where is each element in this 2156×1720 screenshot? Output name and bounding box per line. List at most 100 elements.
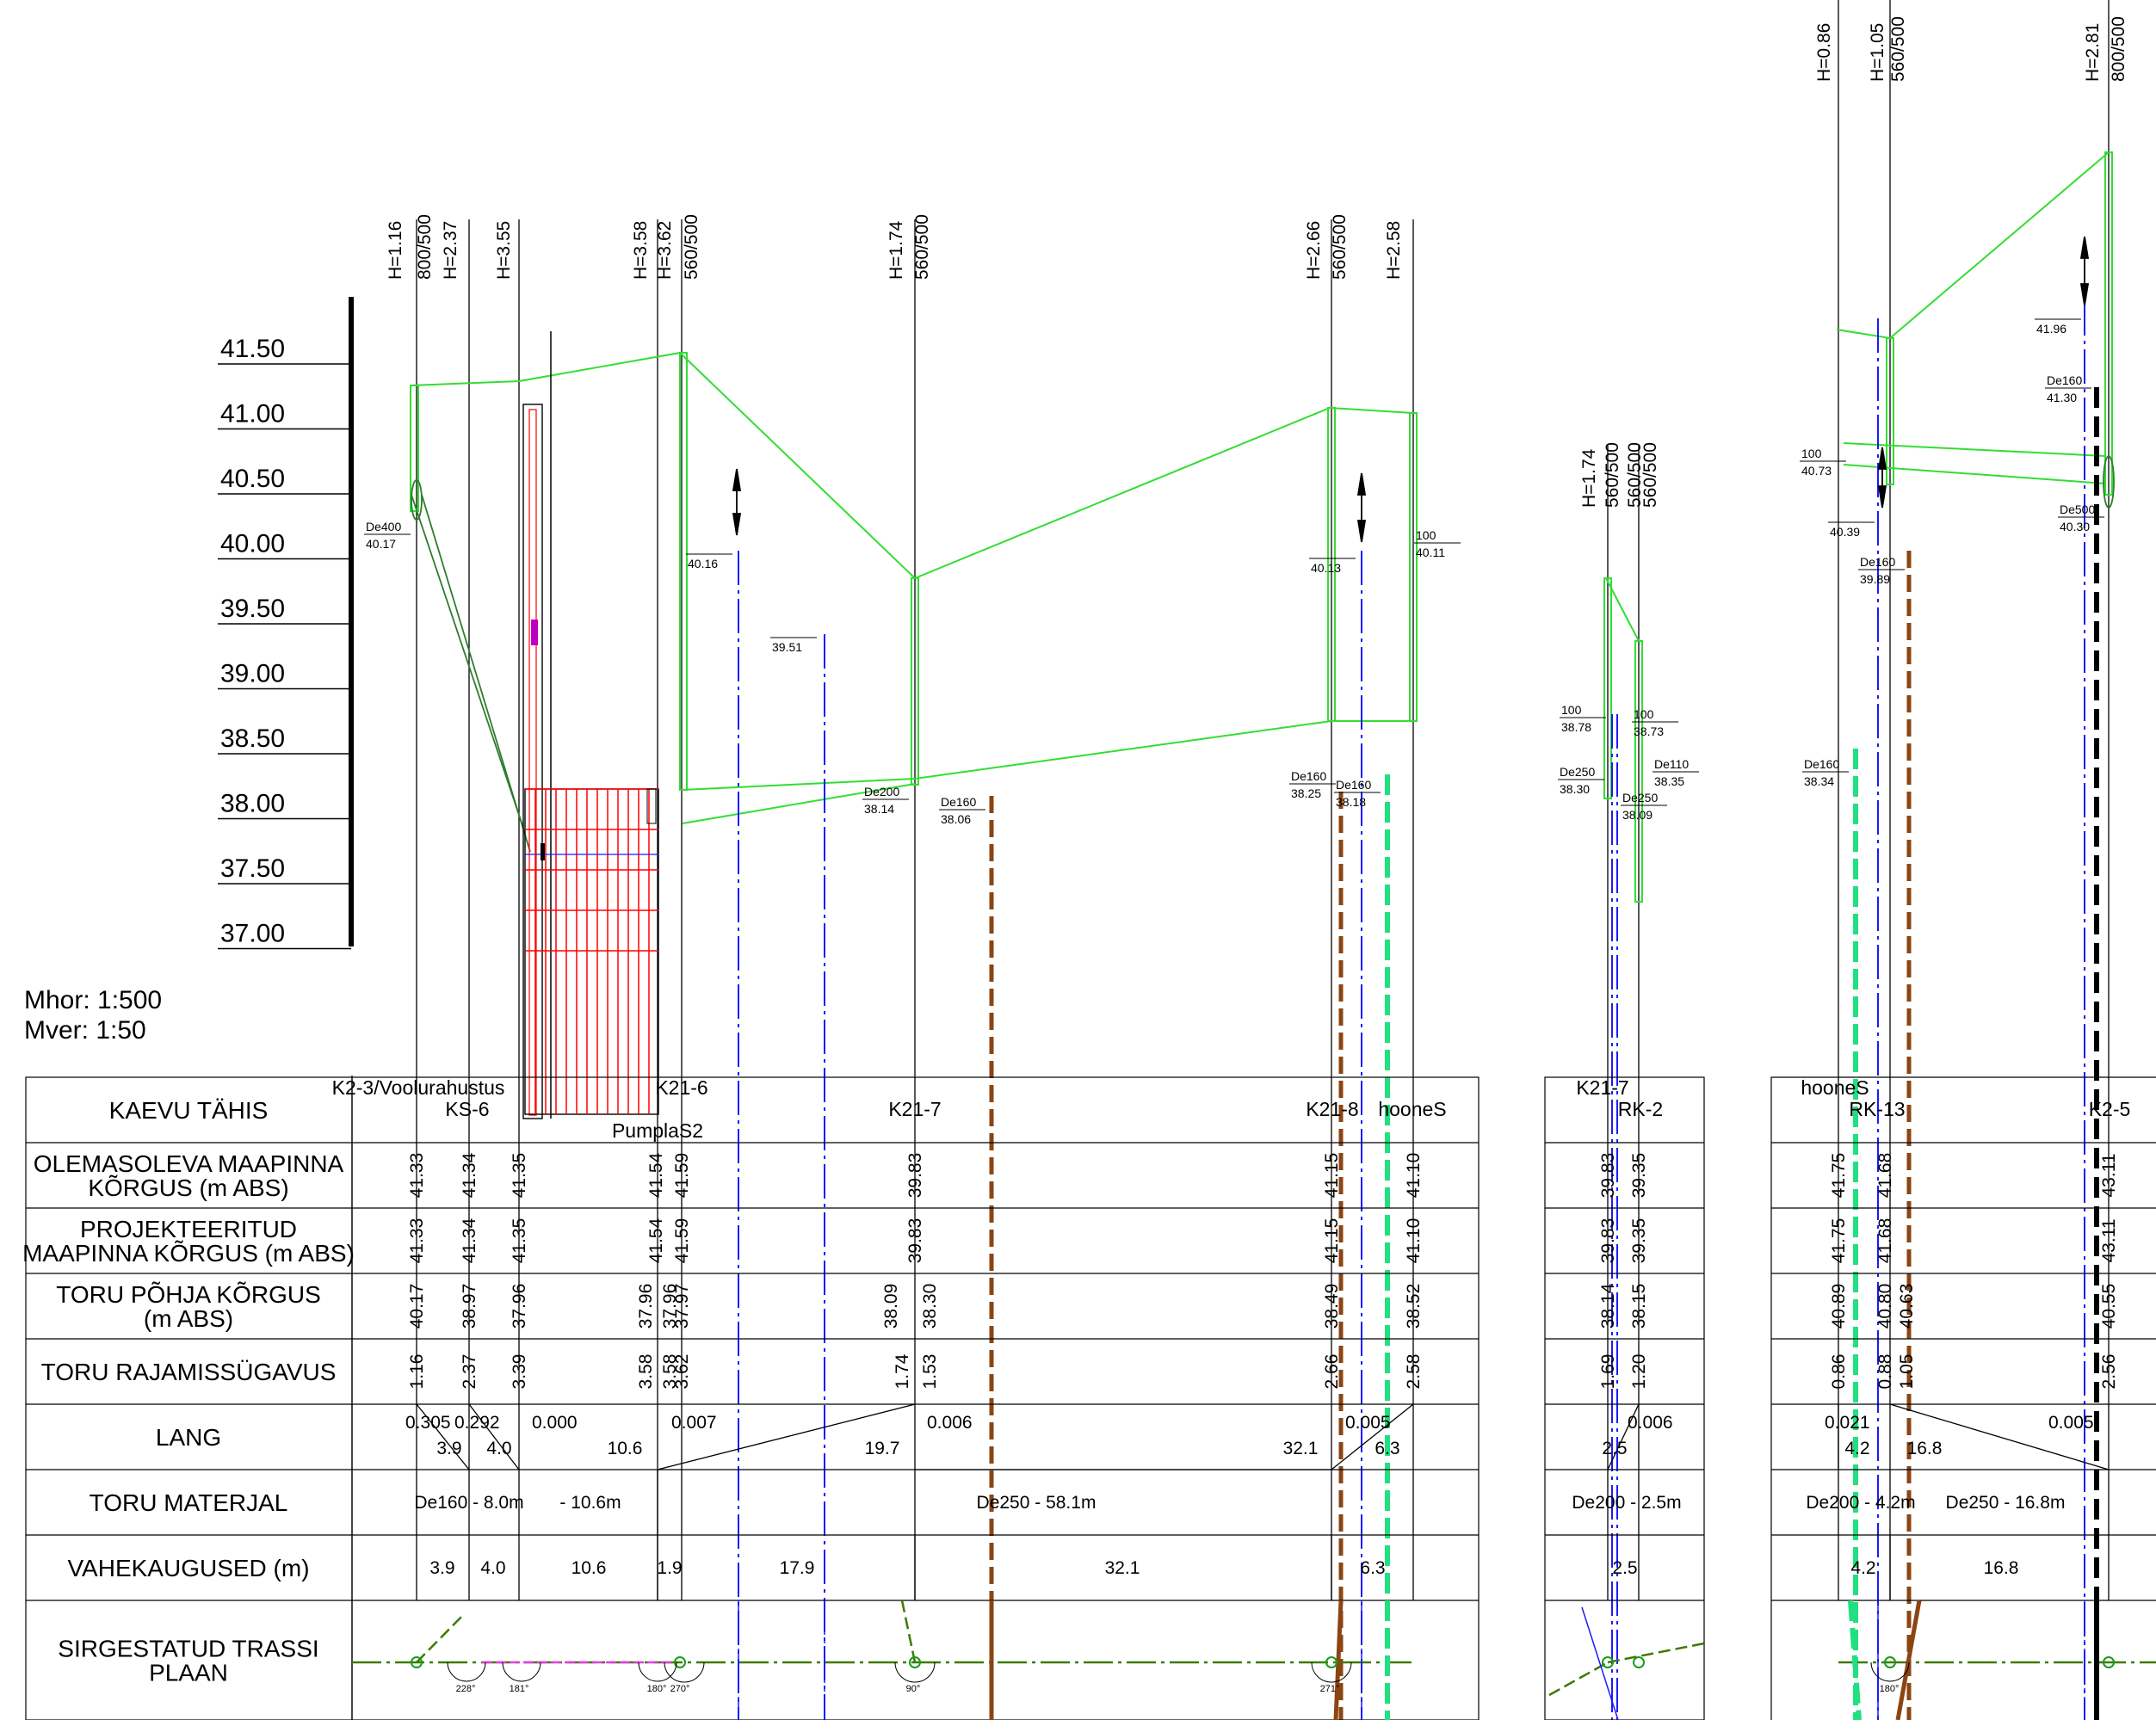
pipe-level-label: 38.14 xyxy=(864,802,894,816)
well-name: K21-6 xyxy=(655,1076,707,1099)
plan-angle: 180° xyxy=(647,1684,667,1694)
well-name: hooneS xyxy=(1801,1076,1869,1099)
table-value: 0.88 xyxy=(1875,1354,1895,1390)
row-header: PLAAN xyxy=(149,1660,228,1686)
material-value: De200 - 4.2m xyxy=(1806,1493,1915,1513)
table-value: 40.63 xyxy=(1897,1284,1917,1329)
slope-value: 32.1 xyxy=(1283,1439,1319,1458)
plan-angle: 180° xyxy=(1880,1684,1900,1694)
table-value: 38.09 xyxy=(881,1284,901,1329)
table-value: 39.35 xyxy=(1629,1153,1649,1199)
slope-value: 3.9 xyxy=(436,1439,461,1458)
table-value: 40.55 xyxy=(2099,1284,2119,1329)
well-name: RK-13 xyxy=(1849,1098,1905,1120)
table-value: 41.35 xyxy=(510,1153,529,1199)
table-value: 41.35 xyxy=(510,1218,529,1264)
scale-bar xyxy=(349,297,354,946)
table-value: 41.54 xyxy=(646,1218,666,1263)
table-value: 40.80 xyxy=(1875,1284,1895,1329)
distance-value: 17.9 xyxy=(780,1558,815,1578)
slope-value: 0.021 xyxy=(1825,1413,1870,1433)
slope-value: 0.006 xyxy=(927,1413,973,1433)
well-height-label: 800/500 xyxy=(2109,16,2128,82)
plan-manholes xyxy=(411,1656,2115,1668)
slope-value: 0.292 xyxy=(454,1413,500,1433)
pipe-diameter-label: De250 xyxy=(1622,791,1658,805)
table-value: 38.15 xyxy=(1629,1284,1649,1329)
table-value: 38.52 xyxy=(1404,1284,1424,1329)
table-value: 41.15 xyxy=(1322,1218,1342,1264)
pipe-level-label: 38.25 xyxy=(1291,786,1321,800)
table-value: 43.11 xyxy=(2099,1154,2119,1198)
pipe-diameter-label: De250 xyxy=(1560,765,1595,779)
table-value: 37.96 xyxy=(660,1284,680,1329)
row-header: VAHEKAUGUSED (m) xyxy=(67,1555,309,1581)
table-value: 39.83 xyxy=(1598,1218,1618,1264)
table-value: 41.59 xyxy=(672,1218,692,1264)
horizontal-scale: Mhor: 1:500 xyxy=(24,986,162,1014)
table-value: 39.83 xyxy=(1598,1153,1618,1199)
table-value: 1.69 xyxy=(1598,1354,1618,1390)
pipe-diameter-label: 100 xyxy=(1561,703,1582,717)
elevation-label: 41.00 xyxy=(220,400,285,428)
well-names: K2-3/VoolurahustusKS-6K21-6PumplaS2K21-7… xyxy=(332,1076,2131,1142)
slope-value: 10.6 xyxy=(608,1439,643,1458)
well-height-label: H=2.37 xyxy=(441,221,460,280)
pipe-level-label: 38.09 xyxy=(1622,808,1653,822)
pipe-level-label: 39.51 xyxy=(772,640,802,654)
well-name: hooneS xyxy=(1378,1098,1446,1120)
table-value: 37.96 xyxy=(636,1284,656,1329)
pipe-level-label: 38.34 xyxy=(1804,774,1834,788)
table-value: 39.83 xyxy=(905,1153,925,1199)
pipe-level-label: 38.18 xyxy=(1336,795,1366,809)
pumping-station xyxy=(522,331,659,1119)
pipe-level-label: 40.13 xyxy=(1311,561,1341,575)
slope-value: 16.8 xyxy=(1907,1439,1943,1458)
distance-value: 3.9 xyxy=(429,1558,454,1578)
table-value: 37.97 xyxy=(672,1284,692,1329)
table-value: 1.16 xyxy=(407,1354,427,1390)
table-value: 41.33 xyxy=(407,1153,427,1199)
row-header: SIRGESTATUD TRASSI xyxy=(58,1636,318,1662)
plan-angle: 271° xyxy=(1320,1684,1340,1694)
pipe-profile xyxy=(411,455,2115,853)
ground-line xyxy=(410,151,2113,903)
elevation-label: 40.50 xyxy=(220,465,285,493)
slope-value: 2.5 xyxy=(1602,1439,1627,1458)
plan-angle: 181° xyxy=(510,1684,529,1694)
pipe-diameter-label: De160 xyxy=(2047,373,2082,387)
pipe-level-label: 38.30 xyxy=(1560,782,1590,796)
table-value: 41.59 xyxy=(672,1153,692,1199)
row-header: PROJEKTEERITUD xyxy=(80,1216,297,1242)
well-name: K2-3/Voolurahustus xyxy=(332,1076,505,1099)
pipe-diameter-label: De160 xyxy=(1860,555,1895,569)
vertical-scale: Mver: 1:50 xyxy=(24,1016,146,1045)
slope-value: 0.007 xyxy=(671,1413,717,1433)
well-height-label: 800/500 xyxy=(415,214,435,280)
material-value: De250 - 16.8m xyxy=(1946,1493,2066,1513)
table-value: 2.56 xyxy=(2099,1354,2119,1390)
distance-value: 6.3 xyxy=(1360,1558,1385,1578)
table-value: 38.30 xyxy=(920,1284,940,1329)
table-value: 38.14 xyxy=(1598,1283,1618,1329)
table-value: 38.97 xyxy=(460,1284,479,1329)
pipe-diameter-label: De160 xyxy=(1291,769,1326,783)
slope-value: 0.000 xyxy=(532,1413,578,1433)
pipe-level-label: 38.78 xyxy=(1561,720,1591,734)
well-name: K2-5 xyxy=(2089,1098,2131,1120)
slope-value: 4.0 xyxy=(486,1439,511,1458)
well-height-label: H=3.58 xyxy=(631,221,651,280)
elevation-label: 38.00 xyxy=(220,790,285,818)
well-height-label: H=3.62 xyxy=(655,221,675,280)
table-value: 41.54 xyxy=(646,1152,666,1198)
slope-value: 0.005 xyxy=(1345,1413,1391,1433)
pipe-diameter-label: De160 xyxy=(1804,757,1839,771)
row-header: TORU PÕHJA KÕRGUS xyxy=(56,1281,321,1308)
well-height-label: H=1.74 xyxy=(886,220,906,280)
well-height-label: H=3.55 xyxy=(494,221,514,280)
plan-angle: 90° xyxy=(906,1684,921,1694)
table-value: 41.75 xyxy=(1829,1153,1849,1199)
table-value: 41.10 xyxy=(1404,1218,1424,1264)
